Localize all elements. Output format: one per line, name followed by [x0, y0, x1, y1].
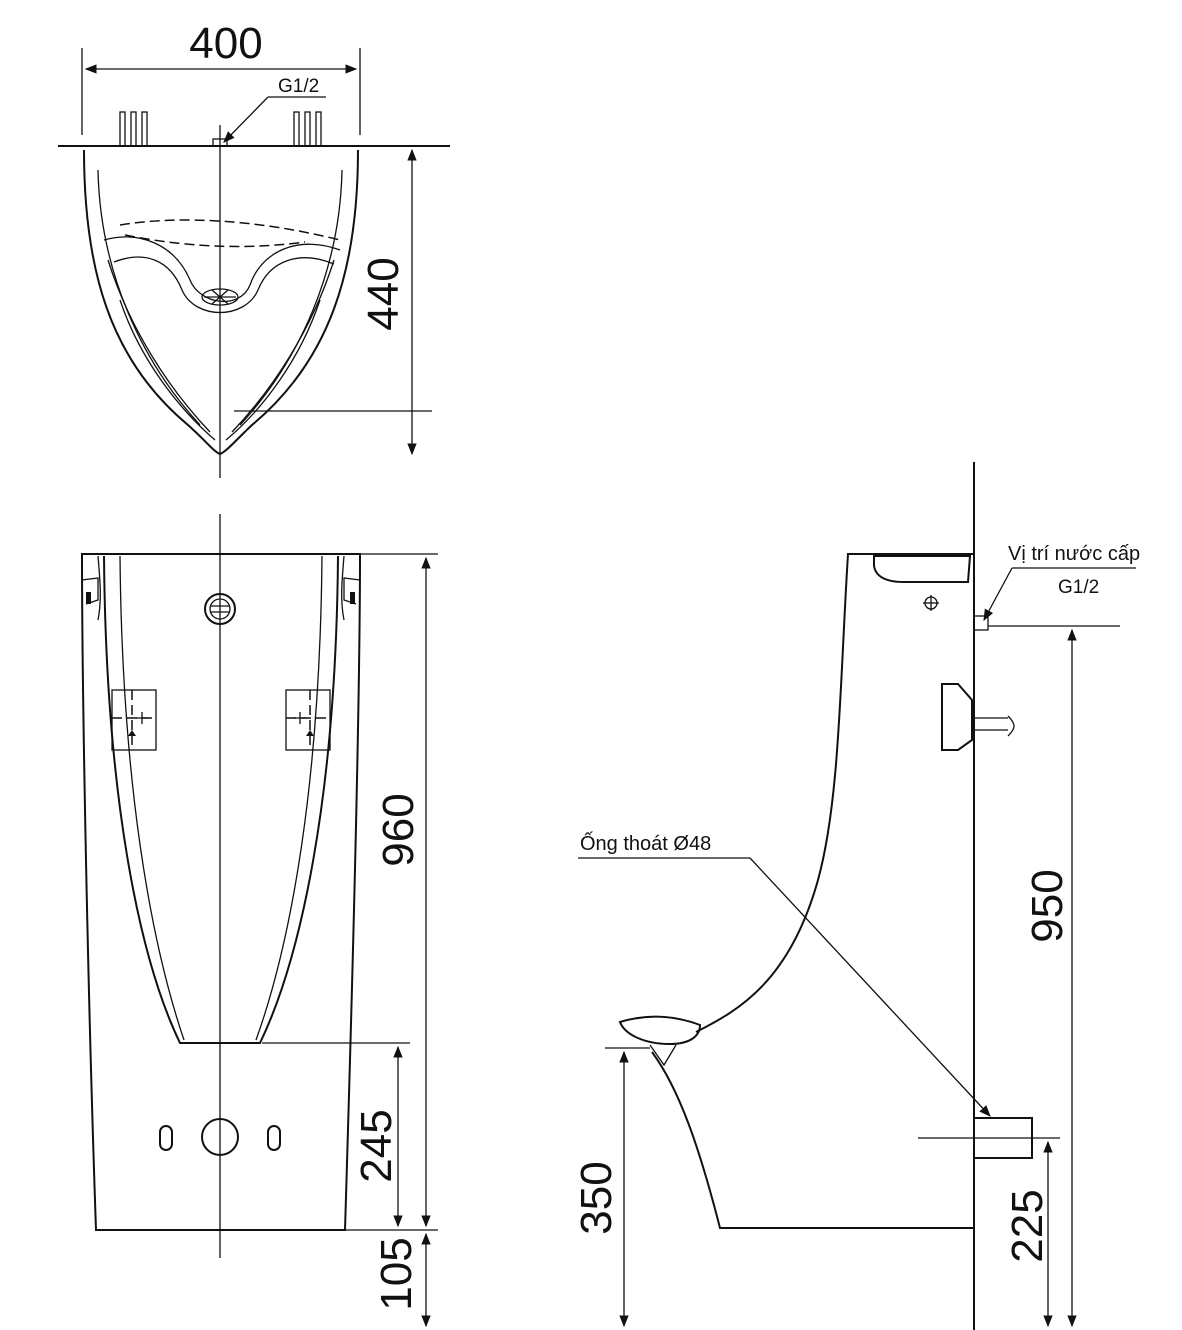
- top-view-outline: [83, 149, 359, 456]
- side-supply-size-label: G1/2: [1058, 577, 1099, 598]
- side-outlet-height-label: 350: [572, 1161, 621, 1234]
- front-fixing-slot-left: [159, 1125, 173, 1151]
- side-view-outline: [695, 553, 974, 1033]
- drain-pipe-leader: [749, 857, 991, 1117]
- front-bottom-gap-label: 105: [372, 1237, 421, 1310]
- front-bowl-outline: [103, 555, 339, 1044]
- side-supply-crosshair-icon: [923, 595, 939, 611]
- top-supply-leader: [223, 96, 269, 143]
- side-supply-leader: [983, 567, 1013, 622]
- side-supply-inlet: [973, 615, 989, 631]
- front-bracket-right: [285, 689, 331, 751]
- front-bracket-left: [111, 689, 157, 751]
- front-drain-height-label: 245: [352, 1109, 401, 1182]
- drain-pipe-label: Ống thoát Ø48: [580, 831, 711, 855]
- top-view: 400 G1/2 440: [58, 19, 450, 478]
- top-supply-label: G1/2: [278, 76, 319, 97]
- front-height-label: 960: [374, 793, 423, 866]
- side-bracket: [941, 683, 973, 751]
- top-fixing-bolts-left: [119, 111, 148, 147]
- side-supply-height-label: 950: [1023, 869, 1072, 942]
- front-fixing-slot-right: [267, 1125, 281, 1151]
- front-view-outline: [80, 553, 362, 1231]
- front-view: 960 245 105: [80, 514, 438, 1328]
- flush-spreader-dashed: [119, 219, 341, 241]
- side-drain-height-label: 225: [1003, 1189, 1052, 1262]
- top-depth-label: 440: [359, 257, 408, 330]
- side-supply-title-label: Vị trí nước cấp: [1008, 543, 1140, 565]
- side-view: Vị trí nước cấp G1/2 Ống thoát Ø48 950 3…: [572, 462, 1140, 1330]
- top-fixing-bolts-right: [293, 111, 322, 147]
- top-width-label: 400: [189, 19, 262, 68]
